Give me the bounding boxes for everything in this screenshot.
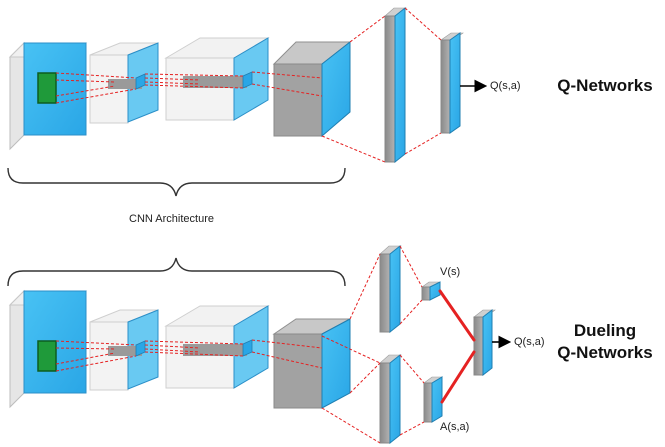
q-network-diagram — [8, 6, 488, 164]
cnn-brace — [7, 167, 346, 197]
dueling-title-line2: Q-Networks — [557, 343, 653, 362]
input-frame — [8, 41, 88, 151]
dueling-conv-kernel — [37, 340, 57, 372]
dueling-conv-layer-3 — [272, 318, 351, 409]
conv-layer-1 — [89, 42, 159, 124]
dueling-title: Dueling Q-Networks — [555, 320, 655, 364]
advantage-dense-layer — [379, 353, 402, 445]
advantage-output-unit — [423, 376, 443, 423]
conv-layer-3 — [272, 40, 352, 138]
dueling-conv-layer-2 — [164, 305, 270, 389]
value-output-unit — [421, 281, 441, 301]
dueling-cnn-brace — [7, 257, 346, 287]
aggregation-layer — [473, 308, 496, 377]
value-dense-layer — [379, 244, 402, 334]
dueling-conv-layer-1 — [89, 309, 159, 391]
dueling-q-output-label: Q(s,a) — [514, 336, 545, 348]
value-stream-label: V(s) — [440, 266, 461, 278]
q-networks-title: Q-Networks — [557, 76, 653, 95]
aggregation-connections — [438, 289, 476, 404]
dueling-title-line1: Dueling — [573, 321, 637, 340]
advantage-stream-label: A(s,a) — [440, 421, 470, 433]
connection-lines — [55, 7, 442, 163]
q-output-label: Q(s,a) — [490, 80, 521, 92]
dense-layer-1 — [384, 6, 407, 164]
dueling-connection-lines — [55, 245, 425, 444]
cnn-architecture-label: CNN Architecture — [129, 213, 214, 225]
dense-layer-2 — [440, 32, 464, 134]
conv-kernel — [37, 72, 57, 104]
dueling-network-diagram — [8, 244, 512, 445]
conv-layer-2 — [164, 37, 270, 121]
dueling-input-frame — [8, 289, 88, 409]
